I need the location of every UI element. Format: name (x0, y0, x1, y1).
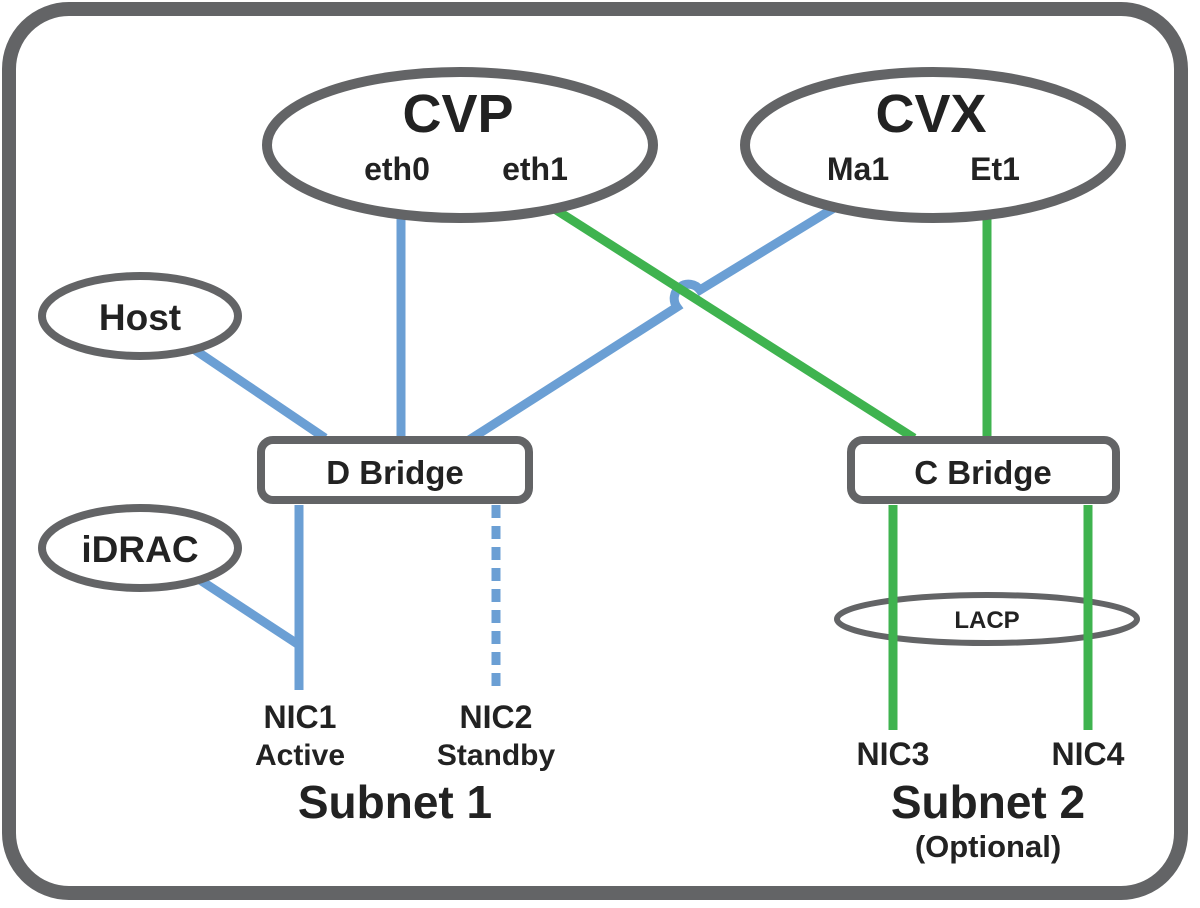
c-bridge-box (847, 436, 1120, 504)
d-bridge-box (257, 436, 533, 504)
cvp-title: CVP (402, 84, 513, 144)
cvx-port-et1: Et1 (970, 151, 1020, 187)
idrac-node: iDRAC (38, 504, 242, 592)
cvx-title: CVX (875, 84, 986, 144)
nic-labels: NIC1 Active NIC2 Standby NIC3 NIC4 (255, 699, 1125, 772)
c-bridge-node: C Bridge (847, 436, 1120, 504)
lacp-node: LACP (834, 592, 1140, 646)
cvp-node: CVP eth0 eth1 (262, 67, 658, 223)
nic3-name: NIC3 (857, 736, 930, 772)
lacp-label: LACP (954, 607, 1019, 634)
lacp-ellipse (834, 592, 1140, 646)
nic2-state: Standby (437, 739, 556, 772)
host-ellipse (38, 272, 242, 360)
idrac-ellipse (38, 504, 242, 592)
cvx-ellipse (740, 67, 1126, 223)
host-label: Host (99, 297, 181, 338)
cvp-port-eth1: eth1 (502, 151, 568, 187)
cvx-port-ma1: Ma1 (827, 151, 889, 187)
cvx-node: CVX Ma1 Et1 (740, 67, 1126, 223)
d-bridge-label: D Bridge (326, 454, 464, 491)
link-host-d-bridge (192, 346, 328, 442)
nic4-name: NIC4 (1052, 736, 1125, 772)
host-node: Host (38, 272, 242, 360)
subnet2-note: (Optional) (915, 829, 1061, 864)
c-bridge-label: C Bridge (914, 454, 1052, 491)
link-cvp-eth1-c-bridge (550, 204, 917, 442)
d-bridge-node: D Bridge (257, 436, 533, 504)
subnet-labels: Subnet 1 Subnet 2 (Optional) (298, 776, 1085, 864)
cvp-port-eth0: eth0 (364, 151, 430, 187)
nic2-name: NIC2 (460, 699, 533, 735)
nic1-state: Active (255, 739, 345, 772)
nic1-name: NIC1 (264, 699, 337, 735)
link-idrac-nic1 (197, 576, 302, 649)
lacp-member-links (888, 595, 1093, 643)
subnet1-label: Subnet 1 (298, 776, 492, 828)
cvp-ellipse (262, 67, 658, 223)
idrac-label: iDRAC (81, 529, 198, 570)
subnet2-label: Subnet 2 (891, 776, 1085, 828)
